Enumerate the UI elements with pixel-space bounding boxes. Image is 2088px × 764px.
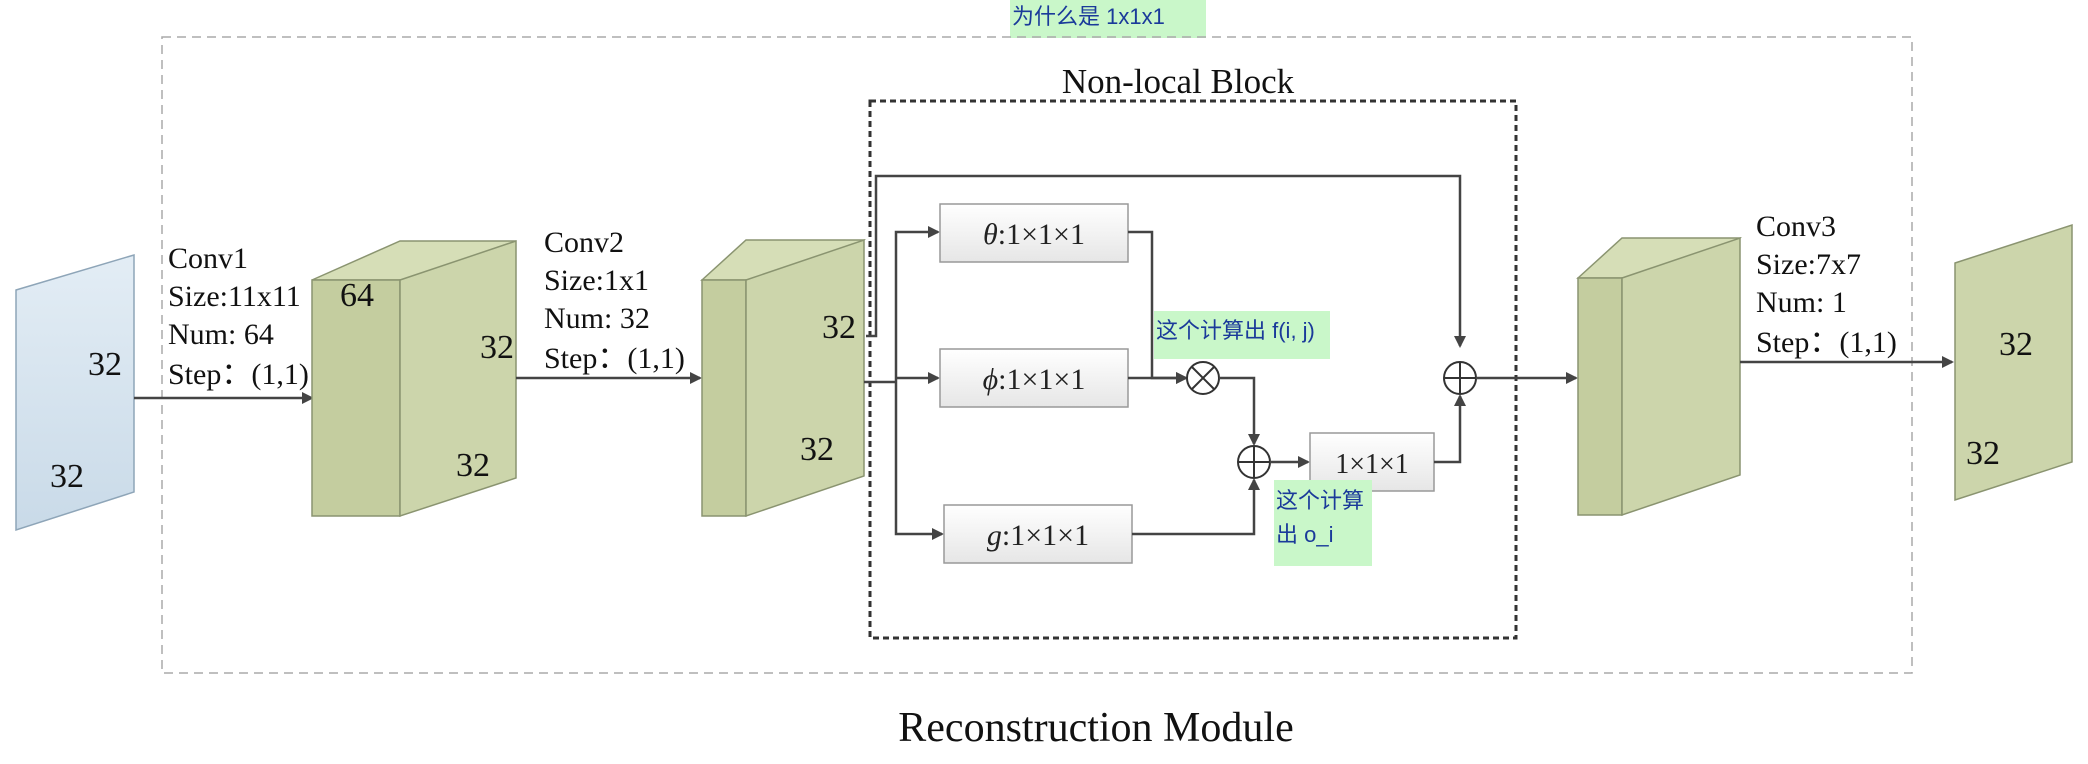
conv1-step: Step：(1,1)	[168, 358, 309, 391]
note-fij: 这个计算出 f(i, j)	[1156, 318, 1315, 343]
note-oi-highlight	[1274, 480, 1372, 566]
top-annotation-highlight	[1010, 0, 1206, 38]
final-to-residual-add	[1434, 394, 1466, 464]
map2-width: 32	[822, 309, 856, 346]
conv3-size: Size:7x7	[1756, 248, 1861, 281]
output-map-width: 32	[1999, 326, 2033, 363]
output-map-height: 32	[1966, 435, 2000, 472]
theta-box	[939, 203, 1129, 263]
feature-map-2	[700, 238, 866, 518]
module-title: Reconstruction Module	[898, 705, 1293, 751]
phi-label: ϕ:1×1×1	[983, 363, 1086, 396]
multiply-operator-icon	[1186, 361, 1220, 395]
note-fij-highlight	[1154, 311, 1330, 359]
residual-add-operator-icon	[1443, 361, 1477, 395]
conv1-name: Conv1	[168, 242, 248, 275]
reconstruction-module-frame	[161, 36, 1913, 674]
input-feature-map	[15, 253, 135, 532]
note-oi-line2: 出 o_i	[1276, 522, 1333, 547]
branch-to-g	[894, 382, 944, 540]
conv2-name: Conv2	[544, 226, 624, 259]
input-map-height: 32	[50, 458, 84, 495]
top-annotation: 为什么是 1x1x1	[1012, 4, 1165, 29]
g-label: g:1×1×1	[987, 519, 1089, 552]
residual-path	[866, 174, 1466, 348]
conv1-size: Size:11x11	[168, 280, 301, 313]
conv3-num: Num: 1	[1756, 286, 1847, 319]
conv2-size: Size:1x1	[544, 264, 649, 297]
final-conv-label: 1×1×1	[1335, 449, 1409, 480]
conv2-num: Num: 32	[544, 302, 650, 335]
note-oi-line1: 这个计算	[1276, 488, 1364, 513]
theta-label: θ:1×1×1	[983, 218, 1085, 251]
map2-height: 32	[800, 431, 834, 468]
feature-map-1	[311, 239, 517, 518]
input-map-width: 32	[88, 346, 122, 383]
conv3-step: Step：(1,1)	[1756, 326, 1897, 359]
conv2-step: Step：(1,1)	[544, 342, 685, 375]
nonlocal-block-title: Non-local Block	[1062, 62, 1295, 101]
output-feature-map	[1954, 223, 2073, 502]
add-operator-icon	[1237, 445, 1271, 479]
phi-box	[939, 348, 1129, 408]
g-box	[943, 504, 1133, 564]
branch-to-theta	[894, 226, 940, 382]
conv3-name: Conv3	[1756, 210, 1836, 243]
map1-channels: 64	[340, 277, 374, 314]
feature-map-3	[1576, 236, 1742, 517]
map1-width: 32	[480, 329, 514, 366]
multiply-to-add	[1219, 376, 1260, 446]
conv1-num: Num: 64	[168, 318, 274, 351]
nonlocal-block-frame	[868, 99, 1518, 640]
map1-height: 32	[456, 447, 490, 484]
g-to-add	[1132, 478, 1260, 536]
